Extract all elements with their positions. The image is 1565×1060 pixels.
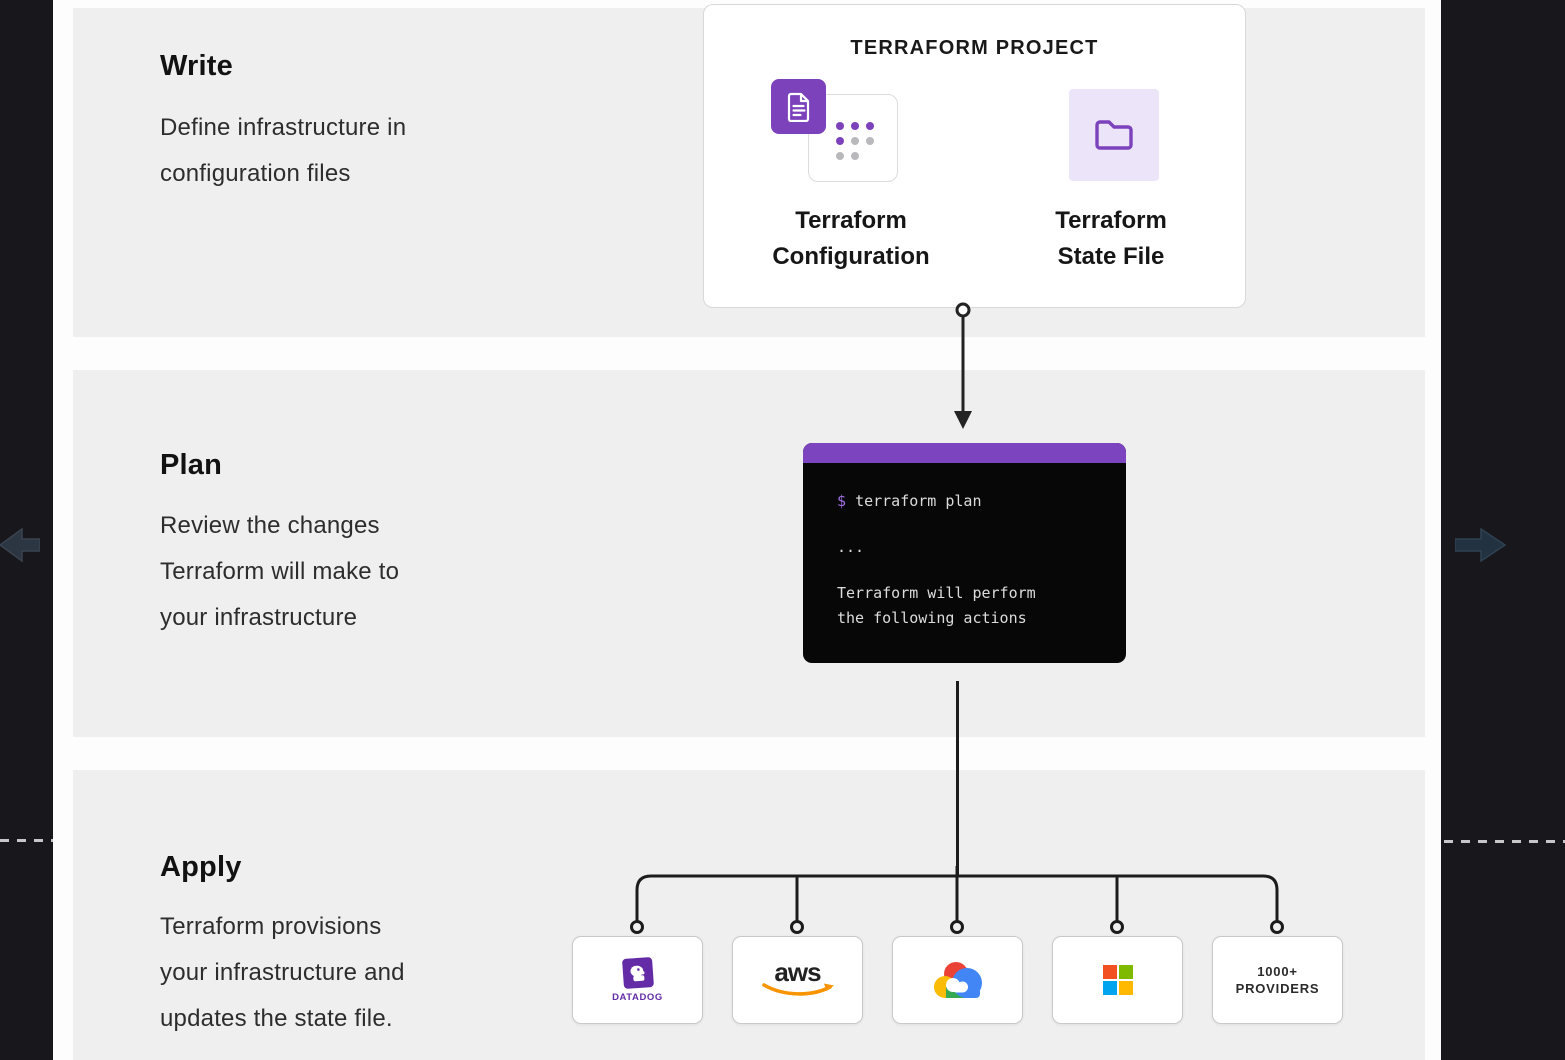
provider-card-microsoft (1052, 936, 1183, 1024)
down-arrow (954, 302, 972, 429)
microsoft-logo-icon (1102, 965, 1133, 995)
provider-card-more-providers: 1000+ PROVIDERS (1212, 936, 1343, 1024)
terraform-configuration-label-line: Configuration (772, 243, 930, 270)
terraform-project-card-title: TERRAFORM PROJECT (850, 37, 1099, 59)
document-icon (771, 79, 826, 134)
plan-description-line: Review the changes (160, 512, 380, 539)
terminal-to-branch-line (956, 681, 959, 876)
apply-description-line: updates the state file. (160, 1005, 393, 1032)
terraform-state-file-label-line: State File (1057, 243, 1165, 270)
microsoft-logo-blue-square (1102, 981, 1117, 995)
prev-slide-arrow-icon[interactable] (0, 527, 40, 563)
terminal-output-line: Terraform will perform (837, 584, 1036, 602)
terraform-state-file-icon (1069, 89, 1159, 181)
terminal-window: $ terraform plan ... Terraform will perf… (803, 443, 1126, 663)
apply-description-line: Terraform provisions (160, 913, 382, 940)
terminal-title-bar (803, 443, 1126, 463)
branch-connector (630, 866, 1284, 934)
provider-card-aws: aws (732, 936, 863, 1024)
datadog-dog-glyph (629, 965, 645, 981)
next-slide-arrow-icon[interactable] (1455, 527, 1507, 563)
plan-section-panel (73, 370, 1425, 737)
apply-section-description: Terraform provisions your infrastructure… (160, 904, 405, 1042)
write-section-description: Define infrastructure in configuration f… (160, 105, 406, 197)
microsoft-logo-green-square (1118, 965, 1133, 979)
left-dashed-guide (0, 839, 53, 842)
more-providers-label: 1000+ PROVIDERS (1236, 963, 1320, 997)
microsoft-logo-red-square (1102, 965, 1117, 979)
terminal-prompt: $ (837, 492, 847, 510)
more-providers-label-line: PROVIDERS (1235, 981, 1320, 996)
datadog-logo-icon (621, 956, 654, 989)
google-cloud-logo-icon (933, 962, 982, 998)
microsoft-logo-yellow-square (1118, 981, 1133, 995)
terminal-command-line: $ terraform plan (837, 492, 982, 510)
provider-card-datadog: DATADOG (572, 936, 703, 1024)
write-section-title: Write (160, 50, 233, 82)
write-description-line: configuration files (160, 160, 351, 187)
aws-logo-icon: aws (774, 957, 821, 987)
terraform-project-card: TERRAFORM PROJECT Terraform (703, 4, 1246, 308)
terraform-configuration-label: Terraform Configuration (731, 203, 971, 275)
plan-description-line: Terraform will make to (160, 558, 400, 585)
document-icon-glyph (787, 92, 809, 122)
more-providers-label-line: 1000+ (1257, 964, 1298, 979)
left-dark-rail (0, 0, 53, 1060)
write-description-line: Define infrastructure in (160, 114, 407, 141)
terraform-state-file-label-line: Terraform (1055, 207, 1167, 234)
plan-section-title: Plan (160, 449, 223, 481)
apply-section-title: Apply (160, 851, 242, 883)
plan-description-line: your infrastructure (160, 604, 358, 631)
terminal-command: terraform plan (855, 492, 982, 510)
plan-section-description: Review the changes Terraform will make t… (160, 503, 399, 641)
provider-card-google-cloud (892, 936, 1023, 1024)
folder-icon (1095, 120, 1133, 150)
right-dark-rail (1441, 0, 1565, 1060)
right-dashed-guide (1444, 840, 1565, 843)
terminal-output-line: the following actions (837, 609, 1027, 627)
terraform-configuration-label-line: Terraform (795, 207, 907, 234)
datadog-label: DATADOG (612, 991, 663, 1003)
dots-grid-icon (836, 122, 874, 160)
apply-description-line: your infrastructure and (160, 959, 405, 986)
aws-smile-arrow (761, 983, 834, 996)
terraform-state-file-label: Terraform State File (991, 203, 1231, 275)
terminal-ellipsis: ... (837, 538, 865, 556)
